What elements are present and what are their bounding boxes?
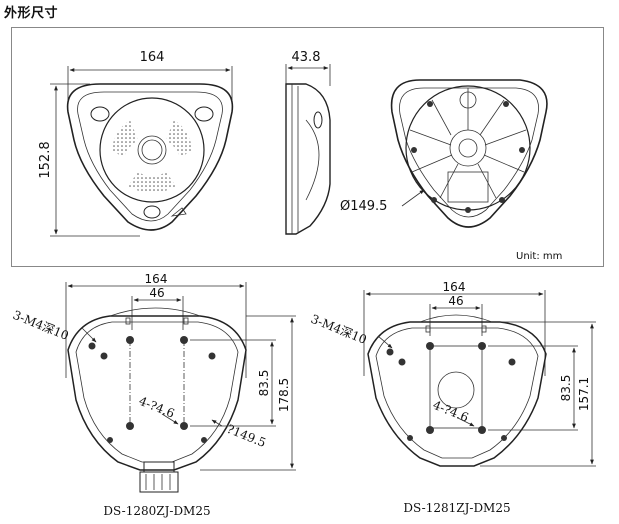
front-height-label: 152.8 <box>38 141 53 178</box>
left-width-label: 164 <box>145 272 168 286</box>
mount-right-view: 164 46 83.5 157.1 3-M4深10 <box>309 280 596 515</box>
back-view: Ø149.5 <box>340 79 548 228</box>
front-view: 164 152.8 <box>38 50 234 237</box>
right-spacing-label: 46 <box>448 294 463 308</box>
right-model-label: DS-1281ZJ-DM25 <box>403 501 510 515</box>
left-total-height-label: 178.5 <box>277 378 291 412</box>
side-view: 43.8 <box>285 50 331 235</box>
left-inner-height-label: 83.5 <box>257 370 271 397</box>
left-hole-label: 4-?4.6 <box>137 394 177 421</box>
left-model-label: DS-1280ZJ-DM25 <box>103 504 210 518</box>
right-hole-label: 4-?4.6 <box>431 398 471 425</box>
top-drawing-panel <box>11 27 604 267</box>
right-total-height-label: 157.1 <box>577 377 591 411</box>
side-depth-label: 43.8 <box>292 50 321 65</box>
right-screw-label: 3-M4深10 <box>309 312 369 347</box>
left-spacing-label: 46 <box>149 286 164 300</box>
front-width-label: 164 <box>140 50 165 65</box>
right-inner-height-label: 83.5 <box>559 375 573 402</box>
page-title: 外形尺寸 <box>4 6 59 21</box>
left-screw-label: 3-M4深10 <box>11 308 71 343</box>
back-diameter-label: Ø149.5 <box>340 199 387 214</box>
right-width-label: 164 <box>443 280 466 294</box>
mount-left-view: 164 46 83.5 <box>11 272 296 518</box>
unit-label: Unit: mm <box>516 251 562 262</box>
